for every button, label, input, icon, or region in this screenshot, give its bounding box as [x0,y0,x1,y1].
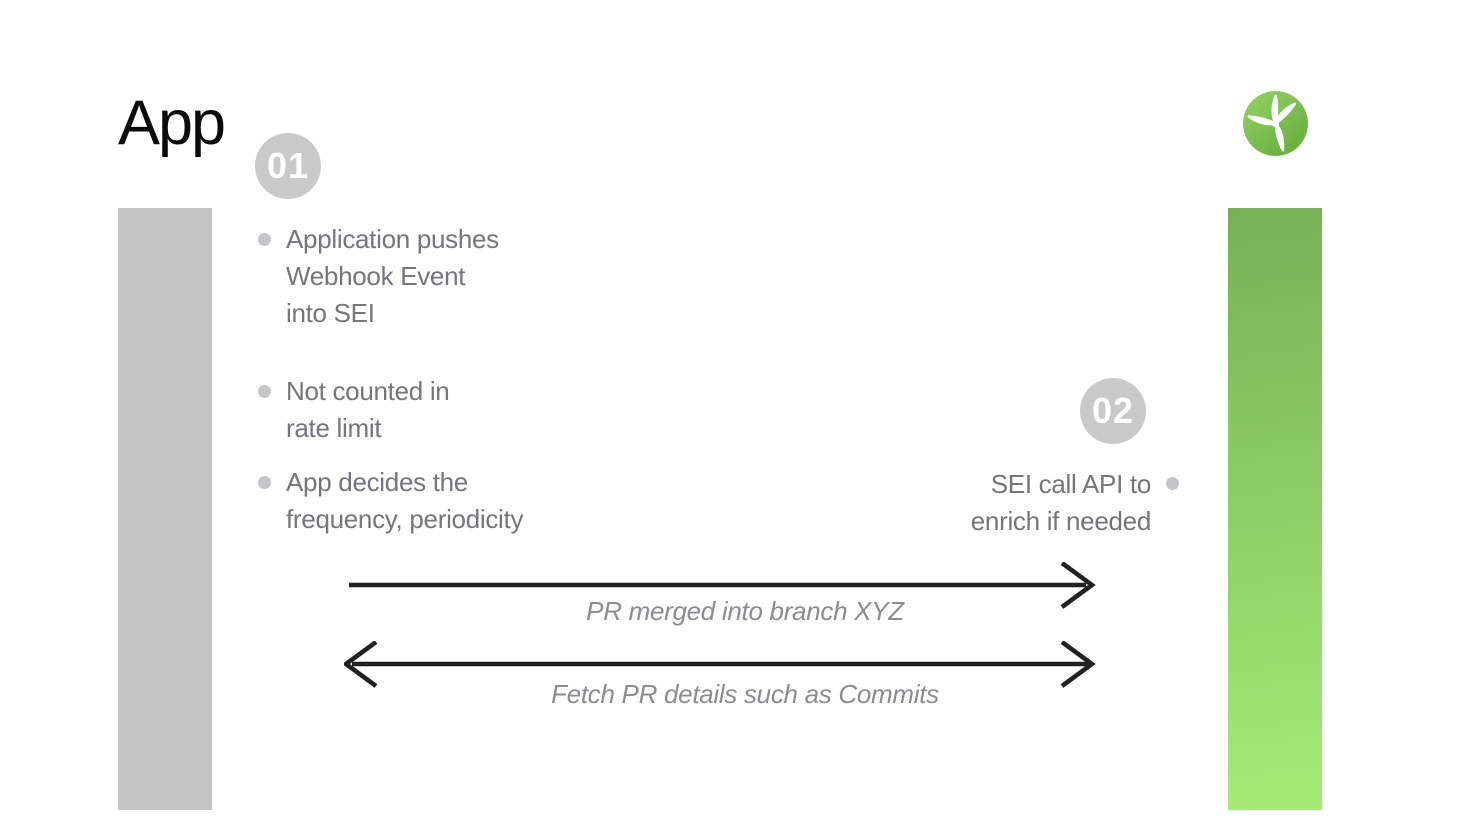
list-item: SEI call API to enrich if needed [970,466,1152,540]
bullet-line: Webhook Event [286,261,466,291]
list-item: Not counted in rate limit [258,373,450,447]
arrow-right-icon [344,562,1104,610]
arrow-label: Fetch PR details such as Commits [551,679,939,709]
bullet-line: enrich if needed [970,506,1152,536]
arrow-label: PR merged into branch XYZ [586,596,904,626]
list-item: Application pushes Webhook Event into SE… [258,221,499,332]
bullet-icon [258,476,271,489]
app-lane-bar [118,208,212,810]
bullet-icon [258,385,271,398]
bullet-line: App decides the [286,467,468,497]
bullet-line: rate limit [286,413,382,443]
step-badge-02: 02 [1080,378,1146,444]
bullet-line: frequency, periodicity [286,504,524,534]
sei-lane-bar [1228,208,1322,810]
bullet-line: SEI call API to [990,469,1152,499]
bullet-line: into SEI [286,298,375,328]
arrow-both-icon [344,641,1104,689]
bullet-line: Not counted in [286,376,450,406]
bullet-icon [258,233,271,246]
bullet-icon [1166,477,1179,490]
propeller-logo-icon [1243,91,1308,156]
app-lane-title: App [118,88,226,158]
bullet-line: Application pushes [286,224,499,254]
step-badge-01: 01 [255,133,321,199]
list-item: App decides the frequency, periodicity [258,464,523,538]
